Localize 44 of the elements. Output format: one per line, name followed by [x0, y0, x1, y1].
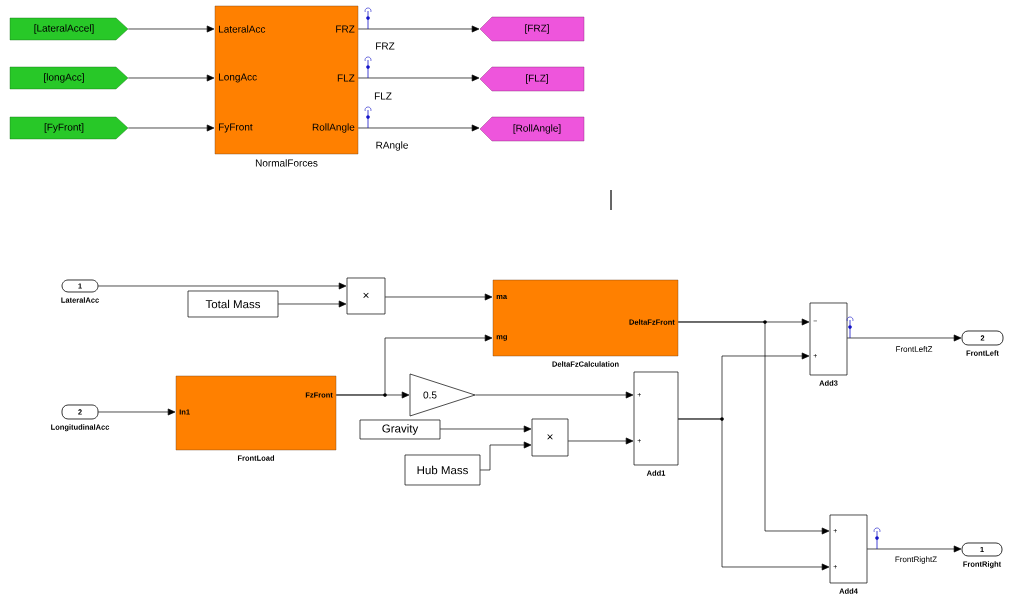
edge-label: FRZ: [374, 42, 396, 50]
arrow: [479, 441, 532, 471]
arrow: [357, 74, 480, 82]
product-block: ×: [531, 418, 569, 457]
arrow: [357, 124, 480, 132]
subsystem-block: LateralAcc LongAcc FyFront FRZ FLZ RollAngle: [214, 5, 359, 155]
arrow: [677, 418, 830, 571]
arrow: [127, 124, 215, 132]
arrow: [567, 437, 634, 445]
arrow: [357, 25, 480, 33]
node-label: LateralAcc: [219, 25, 266, 33]
node-label: FLZ: [337, 74, 355, 82]
edge-label: FLZ: [373, 92, 393, 100]
constant-block: Hub Mass: [404, 454, 481, 486]
edge-label: RAngle: [375, 140, 409, 152]
constant-block: Gravity: [359, 419, 441, 440]
arrow: [97, 408, 176, 416]
goto-tag: [FLZ]: [479, 66, 585, 92]
node-label: FRZ: [336, 25, 355, 33]
goto-tag: [FRZ]: [479, 16, 585, 42]
arrow: [127, 25, 215, 33]
goto-tag: [RollAngle]: [479, 116, 585, 142]
arrow: [677, 321, 830, 535]
from-tag: [LateralAccel]: [9, 17, 129, 41]
arrow: [277, 300, 347, 308]
from-tag: [FyFront]: [9, 116, 129, 140]
gain-triangle: 0.5: [409, 373, 476, 417]
node-label: RollAngle: [312, 123, 355, 133]
constant-block: Total Mass: [187, 290, 279, 318]
block-label: NormalForces: [255, 159, 318, 167]
node-label: FyFront: [219, 123, 253, 133]
arrow: [127, 74, 215, 82]
edge-label: FrontLeftZ: [895, 345, 933, 353]
arrow: [384, 293, 493, 301]
node-label: LongAcc: [219, 73, 257, 83]
arrow: [335, 334, 493, 396]
arrow: [439, 425, 532, 433]
from-tag: [longAcc]: [9, 66, 129, 90]
arrow: [474, 391, 634, 399]
edge-label: FrontRightZ: [894, 555, 938, 565]
product-block: ×: [346, 277, 386, 315]
arrow: [846, 334, 962, 342]
arrow: [97, 282, 347, 290]
arrow: [866, 545, 962, 553]
